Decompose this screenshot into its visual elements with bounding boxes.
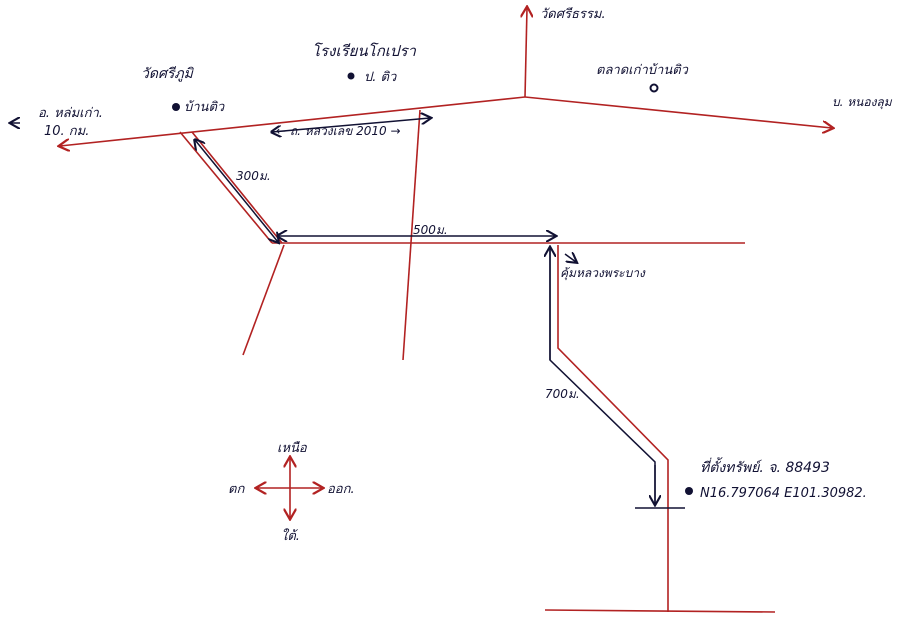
bottom-road [544, 609, 776, 613]
road-to-target-outer [557, 245, 669, 612]
label-target-coords: N16.797064 E101.30982. [700, 486, 867, 501]
label-curve-note: คุ้มหลวงพระบาง [560, 266, 646, 281]
target-dot [685, 487, 693, 495]
label-ban-chiang: บ. หนองลุม [832, 95, 893, 110]
compass-east: ออก. [327, 482, 355, 497]
compass-north: เหนือ [277, 441, 308, 456]
label-office-sub: ป. ติว [364, 70, 397, 85]
label-wat-srithumbha: วัดศรีภูมิ [141, 66, 195, 82]
label-office: โรงเรียนโกเปรา [312, 42, 417, 60]
ban-ko-dot [172, 103, 180, 111]
label-ban-ko: บ้านติว [184, 100, 225, 115]
label-road-left: อ. หล่มเก่า. [38, 106, 103, 121]
road-label-arrow [272, 118, 430, 132]
label-wat-top: วัดศรีธรรม. [540, 6, 606, 22]
label-dist-500: 500ม. [413, 223, 448, 237]
diagonal-road-left-2 [191, 131, 283, 244]
road-to-target-inner [549, 248, 656, 503]
curve-note-arrow [564, 254, 576, 262]
compass-west: ตก [228, 482, 245, 497]
office-dot [347, 72, 355, 80]
label-dist-700: 700ม. [545, 387, 580, 401]
main-road-left [60, 96, 526, 146]
label-target-title: ที่ตั้งทรัพย์. จ. 88493 [700, 457, 830, 476]
label-dist-300: 300ม. [236, 169, 271, 183]
road-north [525, 8, 527, 98]
label-road: ← ถ. หลวงเลข 2010 → [276, 124, 401, 138]
label-road-left-km: 10. กม. [44, 124, 89, 139]
compass-south: ใต้. [281, 528, 300, 544]
main-road-right [524, 96, 832, 128]
dist-300-arrow [195, 140, 278, 242]
label-wat-right: ตลาดเก่าบ้านติว [596, 63, 689, 78]
compass: เหนือ ใต้. ออก. ตก [228, 441, 355, 544]
diagonal-road-left [179, 131, 273, 244]
branch-road-down [242, 244, 285, 356]
wat-right-dot [649, 83, 659, 93]
